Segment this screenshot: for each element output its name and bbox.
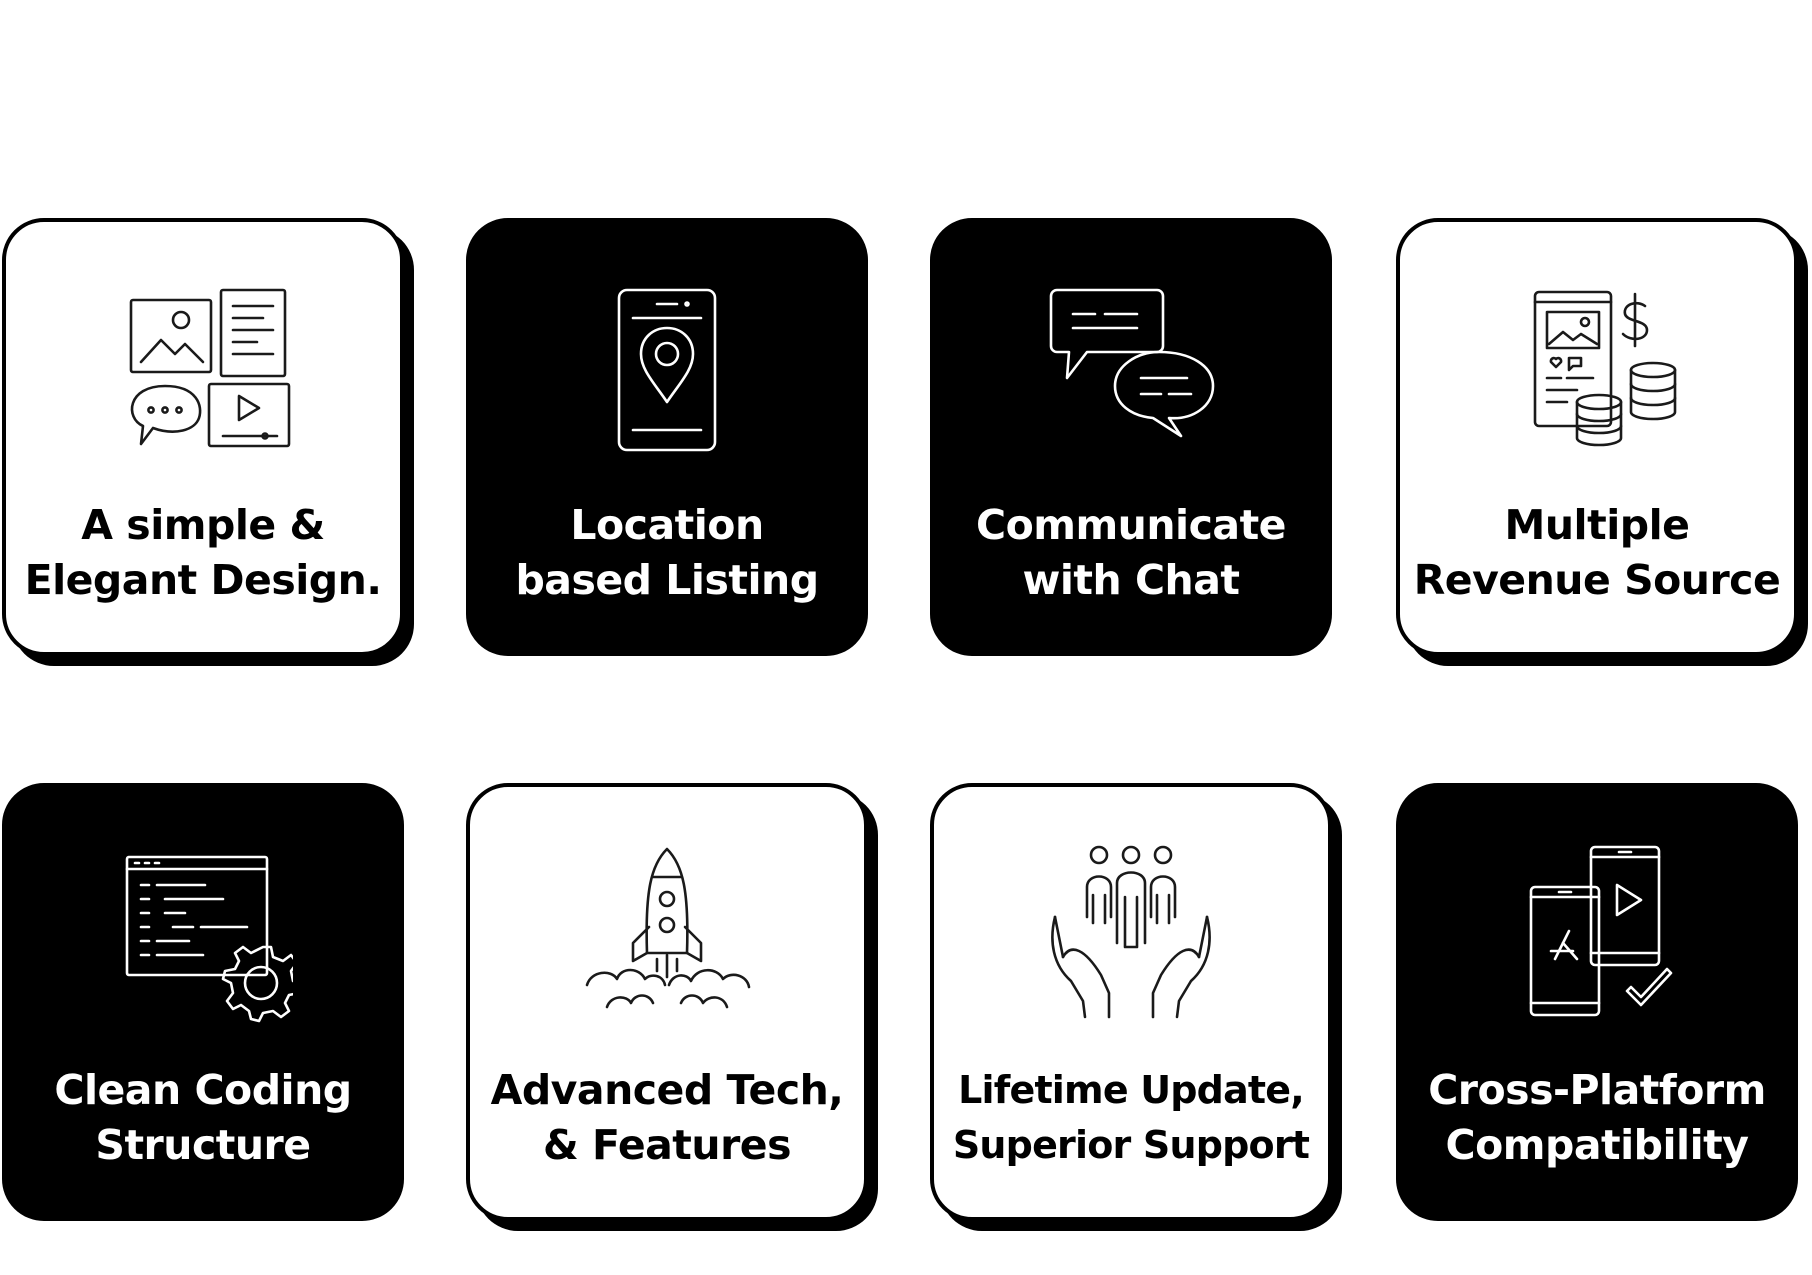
rocket-launch-icon <box>577 843 757 1023</box>
feature-card-simple-design: A simple & Elegant Design. <box>2 218 404 656</box>
feature-title: Cross-Platform Compatibility <box>1428 1066 1766 1169</box>
feature-card-cross-platform: Cross-Platform Compatibility <box>1396 783 1798 1221</box>
feature-title: Communicate with Chat <box>975 501 1287 604</box>
cross-platform-icon <box>1507 843 1687 1023</box>
feature-title: A simple & Elegant Design. <box>24 501 382 604</box>
people-hands-icon <box>1041 843 1221 1023</box>
feature-title: Lifetime Update, Superior Support <box>952 1068 1310 1167</box>
feature-card-location-listing: Location based Listing <box>466 218 868 656</box>
code-gear-icon <box>113 843 293 1023</box>
feature-title: Clean Coding Structure <box>54 1066 352 1169</box>
feature-title: Multiple Revenue Source <box>1413 501 1781 604</box>
revenue-coins-icon <box>1507 278 1687 458</box>
media-content-icon <box>113 278 293 458</box>
chat-bubbles-icon <box>1041 278 1221 458</box>
feature-card-lifetime-update: Lifetime Update, Superior Support <box>930 783 1332 1221</box>
feature-title: Advanced Tech, & Features <box>490 1066 844 1169</box>
phone-location-icon <box>577 278 757 458</box>
feature-card-revenue: Multiple Revenue Source <box>1396 218 1798 656</box>
feature-title: Location based Listing <box>515 501 819 604</box>
feature-card-advanced-tech: Advanced Tech, & Features <box>466 783 868 1221</box>
feature-card-chat: Communicate with Chat <box>930 218 1332 656</box>
feature-card-clean-coding: Clean Coding Structure <box>2 783 404 1221</box>
